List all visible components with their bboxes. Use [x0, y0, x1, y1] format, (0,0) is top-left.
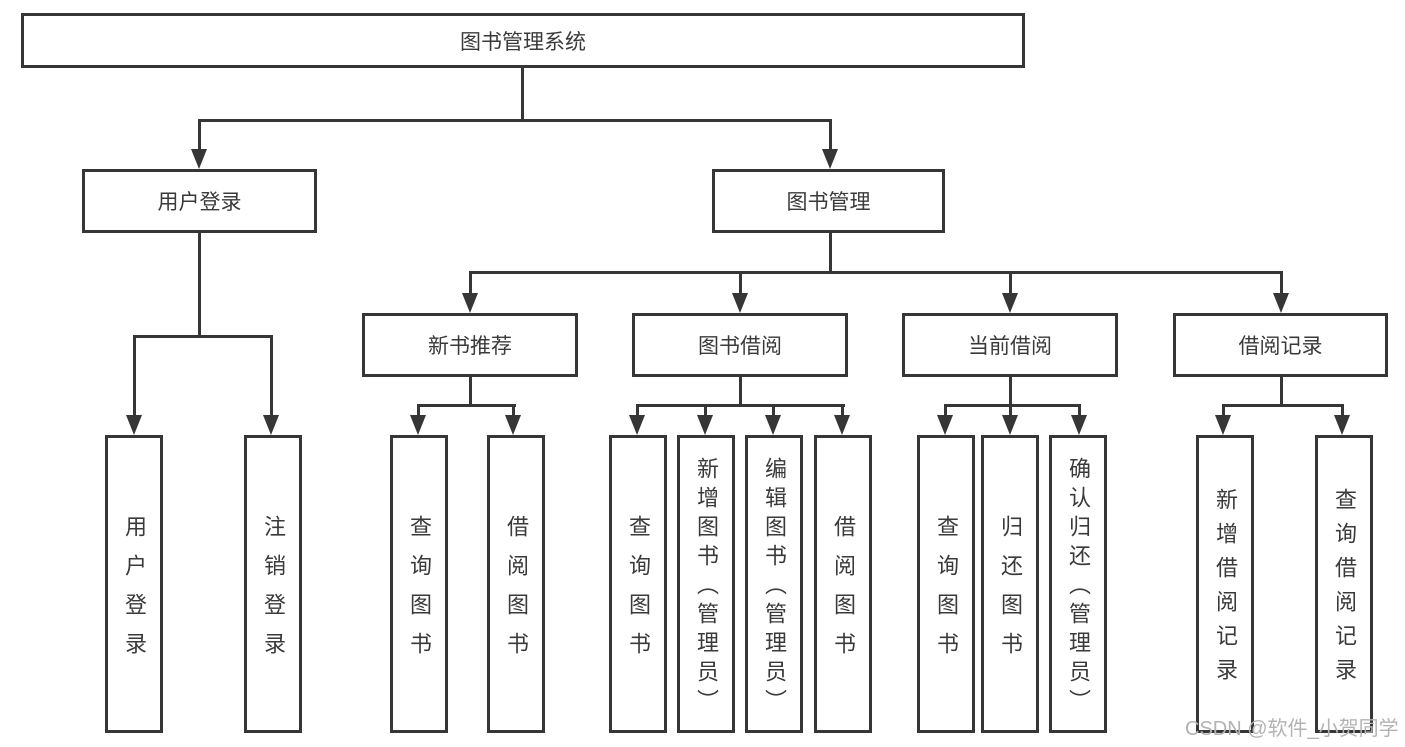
connector-line — [469, 271, 1283, 274]
node-new-book-recommend: 新书推荐 — [362, 313, 578, 377]
connector-line — [739, 377, 742, 406]
arrow-down-icon — [937, 415, 953, 435]
node-label: 借阅记录 — [1238, 335, 1323, 358]
arrow-down-icon — [263, 415, 279, 435]
connector-line — [1009, 377, 1012, 406]
node-query-books-borrow: 查询图书 — [609, 435, 667, 733]
node-add-book-admin: 新增图书（管理员） — [677, 435, 735, 733]
node-edit-book-admin: 编辑图书（管理员） — [745, 435, 803, 733]
connector-line — [198, 233, 201, 336]
node-user-login: 用户登录 — [82, 169, 317, 233]
connector-line — [944, 404, 1081, 407]
arrow-down-icon — [410, 415, 426, 435]
connector-line — [772, 404, 775, 415]
arrow-down-icon — [834, 415, 850, 435]
connector-line — [636, 404, 845, 407]
node-query-books-recommend: 查询图书 — [390, 435, 448, 733]
connector-line — [512, 404, 515, 415]
node-label: 图书管理 — [786, 191, 871, 214]
node-label: 查询图书 — [934, 514, 959, 671]
node-return-books: 归还图书 — [981, 435, 1039, 733]
connector-line — [198, 119, 201, 149]
connector-line — [1009, 404, 1012, 415]
connector-line — [1222, 404, 1343, 407]
node-label: 借阅图书 — [504, 514, 529, 671]
node-label: 新书推荐 — [428, 335, 512, 358]
connector-line — [469, 271, 472, 293]
node-label: 借阅图书 — [831, 514, 856, 671]
node-borrow-books: 借阅图书 — [814, 435, 872, 733]
arrow-down-icon — [697, 415, 713, 435]
node-label: 编辑图书（管理员） — [762, 457, 787, 718]
arrow-down-icon — [1002, 415, 1018, 435]
arrow-down-icon — [822, 149, 838, 169]
node-label: 查询图书 — [626, 514, 651, 671]
connector-line — [704, 404, 707, 415]
node-label: 归还图书 — [998, 514, 1023, 671]
node-book-management: 图书管理 — [712, 169, 945, 233]
connector-line — [841, 404, 844, 415]
node-user-login-leaf: 用户登录 — [105, 435, 163, 733]
node-label: 新增借阅记录 — [1213, 488, 1238, 692]
node-label: 图书管理系统 — [460, 30, 586, 54]
csdn-watermark: CSDN @软件_小贺同学 — [1185, 718, 1399, 740]
connector-line — [1280, 271, 1283, 293]
arrow-down-icon — [191, 149, 207, 169]
connector-line — [1078, 404, 1081, 415]
node-add-borrow-record: 新增借阅记录 — [1196, 435, 1254, 733]
arrow-down-icon — [126, 415, 142, 435]
connector-line — [469, 377, 472, 406]
node-confirm-return-admin: 确认归还（管理员） — [1049, 435, 1107, 733]
connector-line — [829, 119, 832, 149]
arrow-down-icon — [462, 293, 478, 313]
connector-line — [270, 335, 273, 415]
node-label: 新增图书（管理员） — [694, 457, 719, 718]
connector-line — [198, 119, 832, 122]
node-borrow-books-recommend: 借阅图书 — [487, 435, 545, 733]
node-label: 查询借阅记录 — [1332, 488, 1357, 692]
node-current-borrow: 当前借阅 — [902, 313, 1118, 377]
connector-line — [1009, 271, 1012, 293]
arrow-down-icon — [1215, 415, 1231, 435]
connector-line — [1222, 404, 1225, 415]
node-label: 查询图书 — [407, 514, 432, 671]
node-label: 当前借阅 — [968, 335, 1052, 358]
node-label: 注销登录 — [261, 514, 286, 671]
arrow-down-icon — [1273, 293, 1289, 313]
arrow-down-icon — [505, 415, 521, 435]
connector-line — [1341, 404, 1344, 415]
arrow-down-icon — [1071, 415, 1087, 435]
node-label: 确认归还（管理员） — [1066, 457, 1091, 718]
node-label: 用户登录 — [157, 191, 242, 214]
node-label: 图书借阅 — [698, 335, 782, 358]
node-query-borrow-record: 查询借阅记录 — [1315, 435, 1373, 733]
node-book-borrow: 图书借阅 — [632, 313, 848, 377]
connector-line — [417, 404, 420, 415]
connector-line — [829, 233, 832, 272]
arrow-down-icon — [1002, 293, 1018, 313]
connector-line — [133, 335, 273, 338]
node-borrow-record: 借阅记录 — [1173, 313, 1388, 377]
node-logout: 注销登录 — [244, 435, 302, 733]
connector-line — [636, 404, 639, 415]
connector-line — [133, 335, 136, 415]
connector-line — [521, 68, 524, 120]
connector-line — [739, 271, 742, 293]
arrow-down-icon — [629, 415, 645, 435]
connector-line — [417, 404, 516, 407]
connector-line — [1280, 377, 1283, 406]
arrow-down-icon — [732, 293, 748, 313]
node-label: 用户登录 — [122, 514, 147, 671]
node-library-management-system: 图书管理系统 — [21, 13, 1025, 68]
node-query-books-current: 查询图书 — [917, 435, 975, 733]
connector-line — [944, 404, 947, 415]
arrow-down-icon — [1334, 415, 1350, 435]
arrow-down-icon — [765, 415, 781, 435]
